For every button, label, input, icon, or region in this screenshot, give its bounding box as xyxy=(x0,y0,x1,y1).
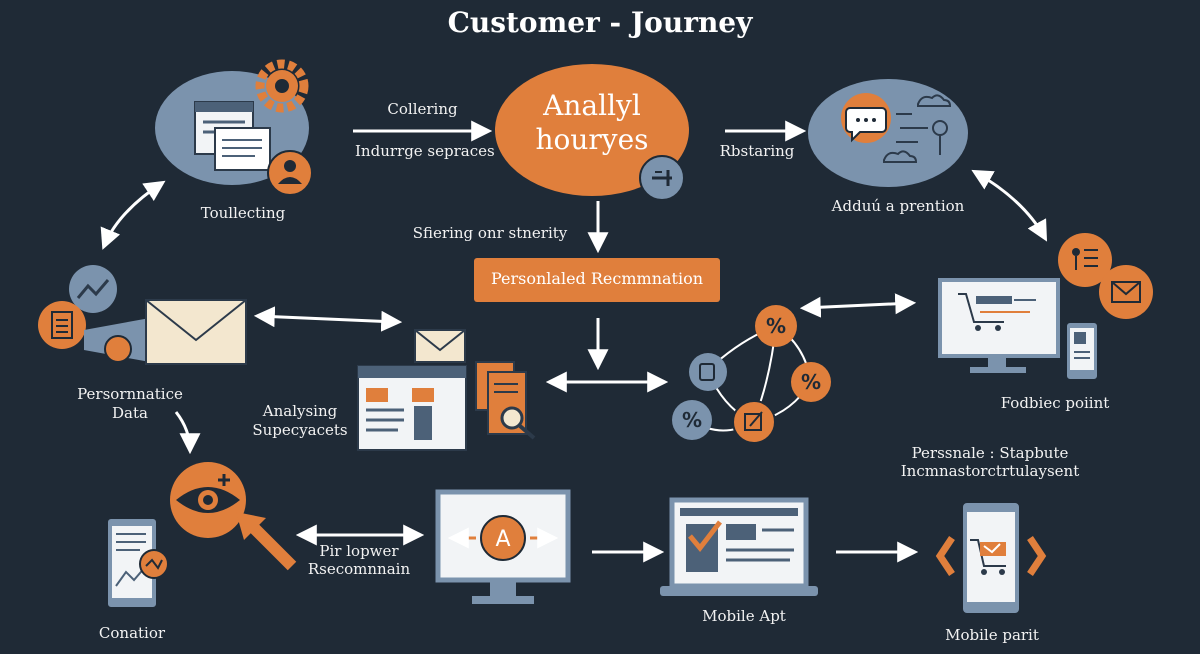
percent-node-1: % xyxy=(766,314,786,338)
label-performance: Persornnatice xyxy=(77,385,183,403)
document-bubble-icon xyxy=(38,301,86,349)
percent-network xyxy=(672,305,831,444)
curved-arrow-left xyxy=(100,180,166,250)
label-personal: Perssnale : Stapbute xyxy=(911,444,1069,462)
small-envelope-icon xyxy=(414,329,466,363)
label-mobile-app: Mobile Apt xyxy=(702,607,786,625)
analysis-node-title-line1: Anallyl xyxy=(543,89,641,122)
mail-bubble-icon xyxy=(1099,265,1153,319)
label-pir: Pir lopwer xyxy=(319,542,399,560)
cursor-arrow-icon xyxy=(236,512,297,571)
mobile-chart-icon xyxy=(106,517,169,609)
curved-arrow-down xyxy=(174,411,201,455)
mobile-cart-icon xyxy=(935,501,1047,615)
gear-icon xyxy=(255,59,309,113)
user-list-bubble-icon xyxy=(1058,233,1112,287)
label-toullecting: Toullecting xyxy=(200,204,286,222)
arrow-envelope-browser xyxy=(253,306,403,332)
analysis-node-title-line2: houryes xyxy=(535,123,649,156)
analysis-node xyxy=(495,64,689,196)
phone-icon xyxy=(1065,321,1099,381)
label-analysing-sub: Supecyacets xyxy=(252,421,348,439)
percent-node-3: % xyxy=(682,408,702,432)
label-mobile-point: Mobile parit xyxy=(945,626,1039,644)
document-magnifier-icon xyxy=(475,361,536,440)
label-collecting: Collering xyxy=(387,100,458,118)
laptop-checklist-icon xyxy=(660,497,818,596)
label-feedback: Fodbiec poiint xyxy=(1000,394,1110,412)
chart-bubble-icon xyxy=(69,265,117,313)
label-analysing: Analysing xyxy=(262,402,338,420)
label-restoring: Rbstaring xyxy=(719,142,795,160)
label-insurance: Indurrge sepraces xyxy=(355,142,495,160)
arrow-network-monitor xyxy=(799,293,917,318)
cart-monitor-icon xyxy=(938,278,1060,373)
label-condition: Conatior xyxy=(98,624,166,642)
megaphone-icon xyxy=(84,318,150,363)
filter-badge-icon xyxy=(639,155,685,201)
label-personal-sub: Incmnastorctrtulaysent xyxy=(900,462,1080,480)
browser-window-icon xyxy=(357,365,467,451)
curved-arrow-right xyxy=(971,169,1048,242)
envelope-icon xyxy=(145,299,247,365)
page-title: Customer - Journey xyxy=(447,6,753,39)
label-pir-sub: Rsecomnnain xyxy=(307,560,411,578)
percent-node-2: % xyxy=(801,370,821,394)
label-steering: Sfiering onr stnerity xyxy=(412,224,568,242)
user-badge-icon xyxy=(267,150,313,196)
desktop-monitor-icon xyxy=(435,489,571,604)
personalized-recommendation-button[interactable]: Personlaled Recmmnation xyxy=(474,258,720,302)
eye-target-icon xyxy=(170,462,246,538)
chat-cloud-oval-icon xyxy=(808,79,968,187)
label-addition: Adduú a prention xyxy=(831,197,965,215)
monitor-letter-a: A xyxy=(495,527,510,552)
label-performance-data: Data xyxy=(112,404,148,422)
